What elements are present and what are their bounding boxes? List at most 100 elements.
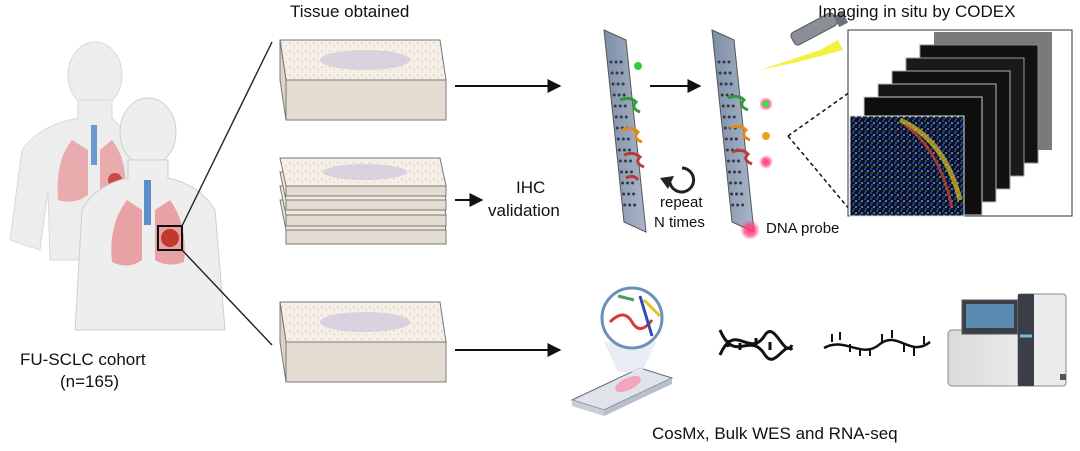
dna-probe-label: DNA probe [766,220,840,237]
bronchi-back [91,125,97,165]
slide-dot [727,60,731,64]
slide-dot [623,159,627,163]
slide-dot [621,82,625,86]
slide-dot [719,82,723,86]
slide-dot [623,104,627,108]
patient-figure-front [74,97,226,331]
slide-dot [729,181,733,185]
ihc-validation-label: validation [488,201,560,220]
slide-dot [728,170,731,174]
slide-dot [617,93,621,97]
slide-dot [622,148,626,152]
slide-dot [627,192,631,196]
slide-dot [626,181,630,185]
slide-dot [722,60,726,64]
slide-dot [615,71,619,75]
slide-dot [621,137,625,141]
slide-dot [738,170,741,174]
slide-dot [621,181,625,185]
slide-dot [731,159,735,163]
slide-dot [620,170,623,174]
slide-dot [609,60,613,64]
patient-figures [9,41,226,331]
slide-dot [723,71,727,75]
slide-dot [614,115,618,119]
zoom-line-top [787,91,851,137]
slide-dot [616,137,620,141]
slide-dot [736,203,740,207]
zoom-line-bottom [787,135,851,211]
slide-dot [728,71,732,75]
slide-dot [611,82,615,86]
codex-image-stack [847,29,1073,217]
slide-dot [734,181,738,185]
slide-dot [616,82,620,86]
slide-dot [718,71,722,75]
slide-dot [623,203,627,207]
slide-1-dot-grid [609,60,637,207]
connector-line-top [181,41,273,227]
slide-dot [736,159,740,163]
dna-helix-icon [718,329,794,361]
ihc-label: IHC [516,178,546,197]
slide-1-probes [619,62,645,181]
slide-dot [614,60,618,64]
cohort-title: FU-SCLC cohort [20,350,146,369]
imaging-codex-label: Imaging in situ by CODEX [818,2,1016,21]
lung-left-back [57,140,88,202]
slide-dot [627,148,631,152]
slide-dot [630,170,633,174]
slide-dot [734,137,738,141]
slide-dot [617,148,621,152]
lung-left-front [111,200,142,266]
tissue-obtained-label: Tissue obtained [290,2,410,21]
slide-dot [618,159,622,163]
slide-dot [732,115,736,119]
slide-dot [729,137,733,141]
slide-dot [735,192,739,196]
slide-dot [615,126,619,130]
slide-dot [727,115,731,119]
slide-dot [618,104,622,108]
slide-dot [613,104,617,108]
slide-dot [632,192,636,196]
slide-dot [730,192,734,196]
tumor-selection-box [157,225,183,251]
repeat-label: repeat [660,194,703,211]
cosmx-slide-icon [570,286,674,416]
slide-dot [721,104,725,108]
slide-dot [722,115,726,119]
slide-dot [725,148,729,152]
slide-dot [612,93,616,97]
slide-dot [720,93,724,97]
slide-dot [625,170,628,174]
repeat-n-times-label: N times [654,214,705,231]
codex-slide-1 [603,29,647,233]
slide-dot [628,159,632,163]
slide-dot [726,159,730,163]
slide-dot [631,181,635,185]
slide-dot [628,203,632,207]
slide-dot [622,192,626,196]
slide-dot [626,137,630,141]
bottom-caption: CosMx, Bulk WES and RNA-seq [652,424,898,443]
slide-dot [717,60,721,64]
magnifier-circle [600,286,664,350]
codex-slide-2 [711,29,773,233]
slide-dot [741,203,745,207]
tissue-sections-stack [279,157,447,245]
sequencer-machine-icon [947,293,1067,387]
slide-dot [733,170,736,174]
tumor-front [161,229,179,247]
slide-dot [624,115,628,119]
dna-probe-legend-icon [740,220,760,240]
slide-2-probes [727,94,773,169]
slide-dot [725,93,729,97]
slide-dot [724,137,728,141]
slide-dot [729,82,733,86]
slide-dot [724,82,728,86]
microscope-objective-icon [760,11,849,70]
slide-dot [633,203,637,207]
slide-dot [620,71,624,75]
connector-line-bottom [181,249,273,346]
